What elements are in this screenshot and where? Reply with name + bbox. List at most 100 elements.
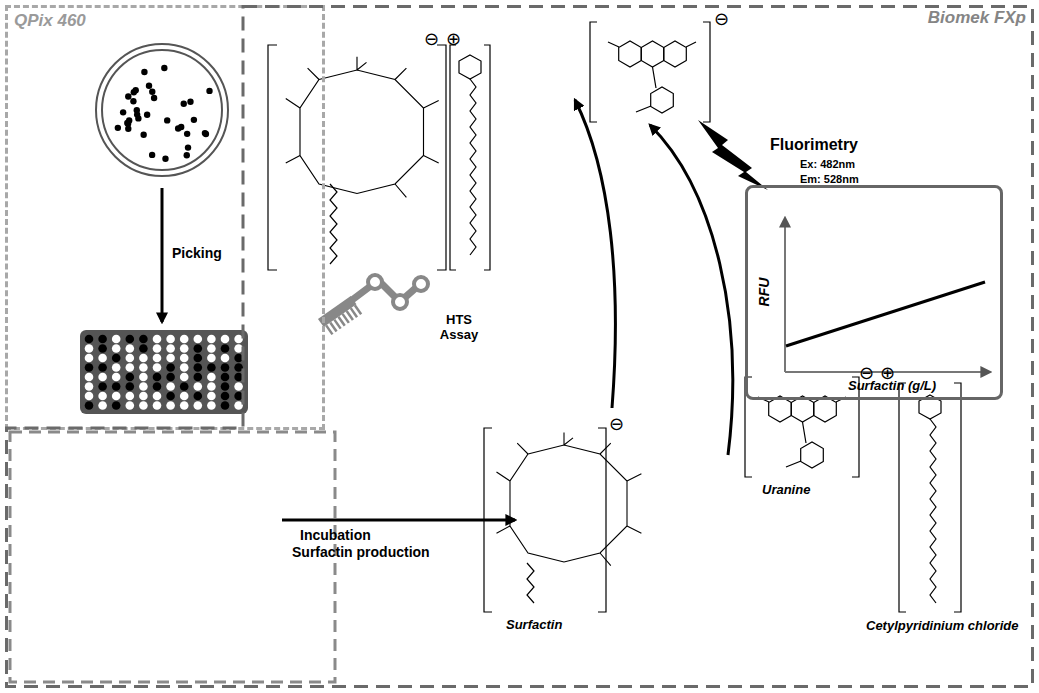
well [166,363,175,372]
method-label: Fluorimetry [770,136,858,154]
well [98,373,107,382]
well [207,382,216,391]
well [139,354,148,363]
well [180,363,189,372]
tip [334,320,340,329]
well [112,363,121,372]
alkyl-chain [330,184,337,264]
colony-dot [184,131,190,137]
colony-dot [149,152,155,158]
instrument-region: Biomek FXpRFUSurfactin (g/L) [5,5,1034,688]
stroke [803,422,807,443]
well [221,401,230,410]
region-title: QPix 460 [14,11,86,31]
compound-name: Cetylpyridinium chloride [866,618,1018,633]
well [126,363,135,372]
well [221,373,230,382]
colony-dot [184,152,190,158]
well [126,354,135,363]
colony-dot [149,89,155,95]
well [126,344,135,353]
well [153,354,162,363]
well [180,401,189,410]
tip [343,314,349,323]
well [207,335,216,344]
well [85,335,94,344]
wavelength: Em: 528nm [800,173,859,185]
well [112,382,121,391]
well [98,363,107,372]
well [112,354,121,363]
region-outline [5,5,1034,688]
stroke [686,42,696,47]
well [139,392,148,401]
step-label: HTS Assay [432,312,486,342]
ring-bond [619,41,642,67]
well [180,354,189,363]
well [85,373,94,382]
tip [347,311,353,320]
alkyl-chain [470,79,476,255]
well [139,401,148,410]
well [153,373,162,382]
colony-dot [187,99,193,105]
well [166,392,175,401]
well [194,373,203,382]
colony-dot [134,111,140,117]
well [98,382,107,391]
well [139,363,148,372]
well [221,335,230,344]
well [194,382,203,391]
well [85,392,94,401]
stroke [636,106,651,112]
region-title: RFU [756,278,772,307]
colony-dot [161,65,167,71]
well [139,344,148,353]
compound-name: Surfactin [506,617,562,632]
ring-bond [651,87,674,113]
well [180,335,189,344]
colony-dot [141,69,147,75]
tip [351,308,357,317]
tip [338,317,344,326]
colony-dot [133,87,139,93]
well [112,373,121,382]
well [194,354,203,363]
well [126,373,135,382]
well [139,373,148,382]
ring-bond [801,442,824,468]
colony-dot [164,117,170,123]
well [126,401,135,410]
well [207,401,216,410]
well [180,392,189,401]
well [153,363,162,372]
charge: ⊖ [609,413,624,434]
well [194,335,203,344]
well [85,382,94,391]
well [85,344,94,353]
colony-dot [130,98,136,104]
well [98,354,107,363]
well [166,335,175,344]
charge: ⊕ [880,362,895,383]
colony-dot [206,88,212,94]
well [194,401,203,410]
well [221,382,230,391]
stroke [786,461,801,467]
charge: ⊖ [424,28,439,49]
well [221,344,230,353]
well [139,335,148,344]
well [207,392,216,401]
colony-dot [191,117,197,123]
well [153,392,162,401]
well [85,401,94,410]
alkyl-chain [930,419,936,603]
stroke [608,42,619,47]
colony-dot [126,117,132,123]
colony-dot [185,144,191,150]
well [153,382,162,391]
well [207,354,216,363]
well [221,363,230,372]
ring-bond [641,41,664,67]
tip [330,322,336,331]
